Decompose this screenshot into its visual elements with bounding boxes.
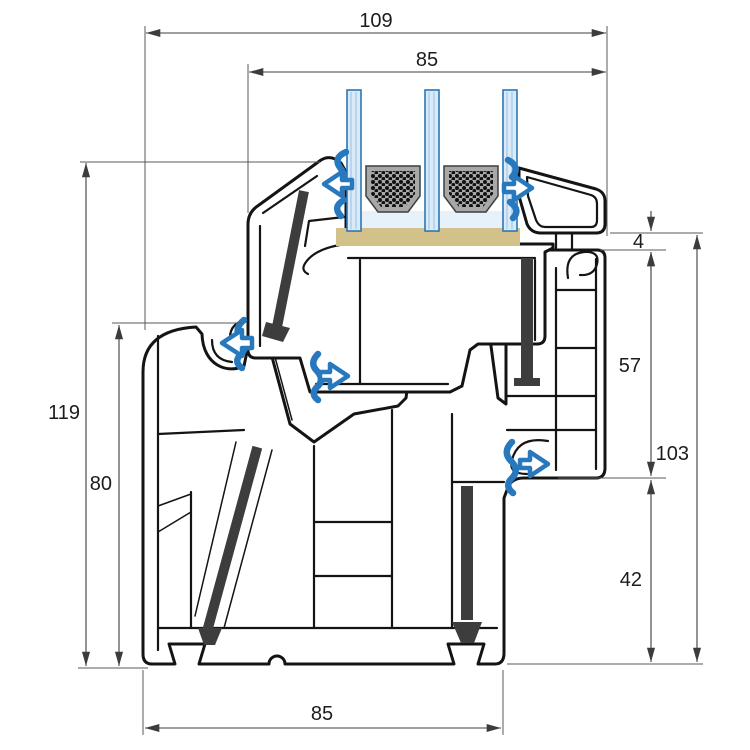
sash-vertical-reinforcement-bar: [521, 258, 533, 380]
frame-bar-channel-left: [194, 441, 237, 617]
gasket-arrow-frame-left-icon: [219, 327, 255, 359]
dimension-annotations: 109 85 119 80 4 57 103 42 85: [48, 10, 703, 735]
frame-diagonal-reinforcement-bar: [201, 445, 263, 635]
sash-diagonal-bar-foot: [262, 322, 290, 342]
sash-top-wall-inner: [261, 174, 319, 215]
sash-diagonal-reinforcement-bar: [271, 190, 309, 333]
glazing-setting-block: [336, 228, 520, 246]
dim-label-right-frame: 42: [620, 569, 642, 591]
sash-reinforcements: [262, 190, 540, 386]
glass-pane-outer: [346, 89, 362, 232]
sash-vertical-bar-foot: [514, 378, 540, 386]
gasket-arrow-middle-icon: [317, 361, 351, 391]
dim-label-top-overall: 109: [359, 10, 392, 32]
frame-hook-scroll: [566, 250, 599, 280]
glass-pane-middle: [424, 89, 440, 232]
frame-bar-channel-right: [223, 449, 273, 629]
sash-outline: [246, 156, 555, 394]
gasket-glass-right: [501, 156, 535, 222]
dim-label-left-overall: 119: [48, 402, 80, 424]
frame-vertical-bar-foot: [452, 622, 482, 643]
sash-bridge-curl: [302, 242, 348, 276]
sash-glass-shelf: [303, 215, 346, 248]
frame-diagonal-bar-foot: [198, 628, 222, 645]
gasket-arrow-right-icon: [501, 173, 535, 203]
glazing-spacer-1-mesh: [371, 171, 415, 207]
glazing-bead-outline: [517, 166, 607, 235]
frame-web-diagonal-1: [157, 493, 192, 507]
glazing-unit: [336, 89, 520, 246]
sash-profile: [228, 156, 607, 394]
frame-floor-inner: [156, 428, 246, 436]
frame-pocket-inner-arc: [210, 338, 234, 364]
dim-label-bottom-frame: 85: [311, 703, 333, 725]
gasket-frame-right: [503, 438, 551, 497]
dim-label-top-glazing: 85: [416, 49, 438, 71]
gaskets: [219, 148, 551, 497]
frame-vertical-reinforcement-bar: [461, 486, 473, 620]
frame-reinforcements: [198, 445, 482, 645]
gasket-sash-middle: [310, 350, 351, 404]
dim-label-right-offset: 4: [633, 231, 644, 253]
glazing-spacer-2-mesh: [449, 171, 493, 207]
dim-label-left-frame: 80: [90, 473, 112, 495]
dim-label-right-sash: 57: [619, 355, 641, 377]
gasket-glass-left: [321, 148, 355, 220]
gasket-arrow-left-icon: [321, 169, 355, 199]
gasket-arrow-frame-right-icon: [517, 449, 551, 479]
gasket-frame-left: [219, 316, 255, 372]
glazing-bead-inner: [525, 175, 599, 229]
dim-label-right-overall: 103: [656, 443, 689, 465]
frame-web-diagonal-2: [157, 511, 192, 533]
